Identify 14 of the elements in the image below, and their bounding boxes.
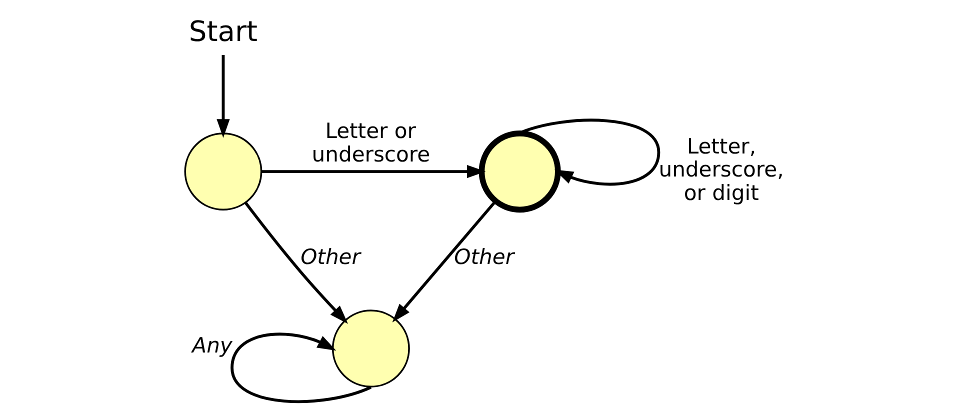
edge-label: Any — [192, 332, 232, 358]
node-circle — [331, 310, 410, 388]
edge-label: Other — [300, 244, 360, 270]
node-circle — [184, 132, 262, 211]
edge-label: Letter, underscore, or digit — [658, 133, 784, 206]
arrow — [518, 118, 660, 186]
arrow — [216, 54, 230, 138]
node-text: Start — [188, 15, 258, 48]
arrow — [244, 202, 348, 324]
node-circle — [478, 130, 560, 213]
arrow — [392, 200, 496, 322]
edge-label: Other — [454, 244, 514, 270]
edge-label: Letter or underscore — [311, 118, 430, 166]
arrow — [260, 164, 486, 178]
